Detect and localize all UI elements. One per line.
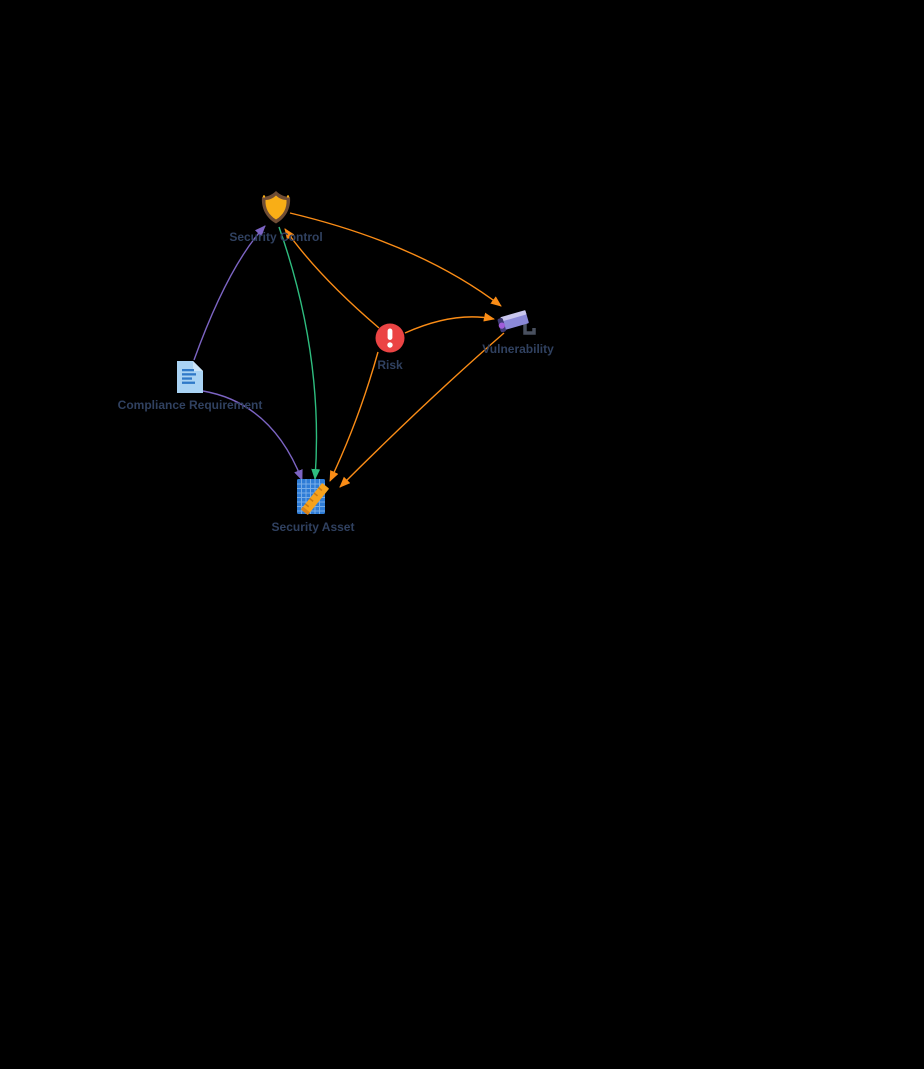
node-label-security-control: Security Control bbox=[229, 230, 322, 244]
edge-vulnerability-to-security-asset bbox=[339, 332, 505, 488]
node-label-security-asset: Security Asset bbox=[272, 520, 355, 534]
node-label-risk: Risk bbox=[377, 358, 403, 372]
document-icon bbox=[177, 361, 203, 393]
edge-security-control-to-vulnerability bbox=[289, 212, 502, 307]
nodes-layer: Security Control Compliance Requirement bbox=[118, 191, 554, 534]
node-label-compliance-requirement: Compliance Requirement bbox=[118, 398, 263, 412]
edge-compliance-requirement-to-security-asset bbox=[202, 390, 303, 481]
node-security-control[interactable]: Security Control bbox=[229, 191, 323, 244]
node-security-asset[interactable]: Security Asset bbox=[272, 479, 355, 534]
edge-compliance-requirement-to-security-control bbox=[193, 225, 266, 361]
node-vulnerability[interactable]: Vulnerability bbox=[482, 310, 554, 356]
alert-circle-icon bbox=[375, 323, 405, 353]
cctv-camera-icon bbox=[497, 310, 536, 335]
node-label-vulnerability: Vulnerability bbox=[482, 342, 554, 356]
node-risk[interactable]: Risk bbox=[375, 323, 405, 373]
edge-risk-to-security-control bbox=[284, 228, 380, 329]
blueprint-ruler-icon bbox=[297, 479, 329, 515]
shield-icon bbox=[261, 191, 291, 224]
edge-security-control-to-security-asset bbox=[278, 226, 321, 480]
edge-risk-to-vulnerability bbox=[404, 312, 495, 334]
edge-risk-to-security-asset bbox=[329, 351, 379, 482]
node-compliance-requirement[interactable]: Compliance Requirement bbox=[118, 361, 263, 412]
edges-layer bbox=[193, 212, 505, 488]
